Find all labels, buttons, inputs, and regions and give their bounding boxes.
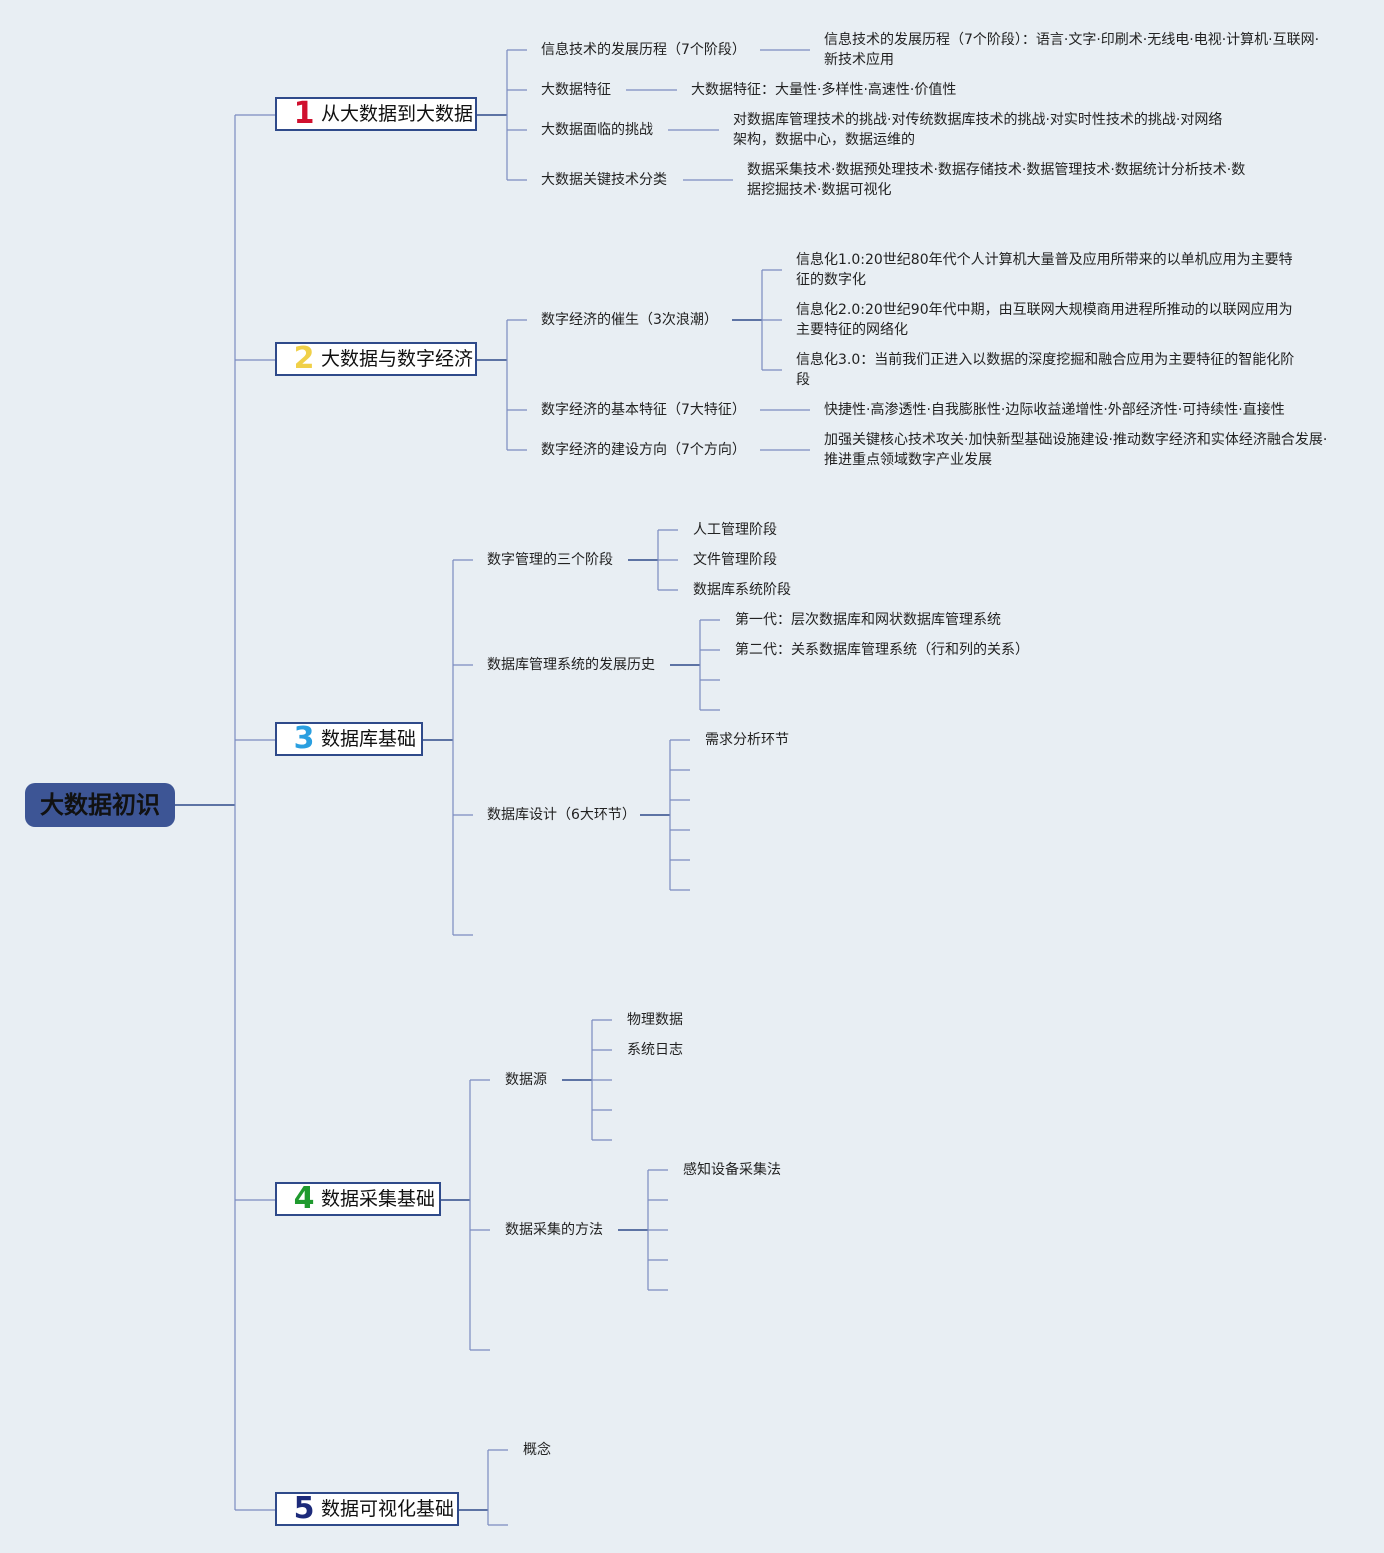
design-step-1[interactable]: 需求分析环节 bbox=[705, 732, 789, 748]
subtopic-bigdata-features[interactable]: 大数据特征 bbox=[541, 82, 611, 98]
source-syslog[interactable]: 系统日志 bbox=[627, 1042, 683, 1058]
main-topic-3-label: 数据库基础 bbox=[321, 728, 417, 750]
subtopic-key-tech[interactable]: 大数据关键技术分类 bbox=[541, 172, 667, 188]
source-physical[interactable]: 物理数据 bbox=[627, 1012, 683, 1028]
topic-number-5: 5 bbox=[293, 1491, 315, 1526]
subtopic-digital-economy-waves[interactable]: 数字经济的催生（3次浪潮） bbox=[541, 312, 718, 328]
stage-1[interactable]: 人工管理阶段 bbox=[693, 522, 777, 538]
wave-2[interactable]: 信息化2.0:20世纪90年代中期，由互联网大规模商用进程所推动的以联网应用为主… bbox=[796, 302, 1293, 338]
subtopic-digital-economy-directions[interactable]: 数字经济的建设方向（7个方向） bbox=[541, 442, 746, 458]
subtopic-data-source[interactable]: 数据源 bbox=[505, 1072, 547, 1088]
topic-number-3: 3 bbox=[293, 721, 315, 756]
stage-3[interactable]: 数据库系统阶段 bbox=[693, 582, 791, 598]
wave-1[interactable]: 信息化1.0:20世纪80年代个人计算机大量普及应用所带来的以单机应用为主要特征… bbox=[796, 252, 1293, 288]
stage-2[interactable]: 文件管理阶段 bbox=[693, 552, 777, 568]
subtopic-management-stages[interactable]: 数字管理的三个阶段 bbox=[487, 552, 613, 568]
topic-number-4: 4 bbox=[293, 1181, 315, 1216]
main-topic-1-label: 从大数据到大数据 bbox=[321, 103, 474, 125]
detail-bigdata-features[interactable]: 大数据特征：大量性·多样性·高速性·价值性 bbox=[691, 82, 957, 98]
detail-it-history[interactable]: 信息技术的发展历程（7个阶段）：语言·文字·印刷术·无线电·电视·计算机·互联网… bbox=[824, 32, 1320, 68]
main-topic-5[interactable]: 5 数据可视化基础 bbox=[275, 1492, 459, 1526]
detail-directions[interactable]: 加强关键核心技术攻关·加快新型基础设施建设·推动数字经济和实体经济融合发展·推进… bbox=[824, 432, 1328, 468]
topic-number-2: 2 bbox=[293, 341, 315, 376]
wave-3[interactable]: 信息化3.0：当前我们正进入以数据的深度挖掘和融合应用为主要特征的智能化阶段 bbox=[796, 352, 1295, 388]
main-topic-5-label: 数据可视化基础 bbox=[321, 1498, 455, 1520]
subtopic-concept[interactable]: 概念 bbox=[523, 1442, 551, 1458]
main-topic-1[interactable]: 1 从大数据到大数据 bbox=[275, 97, 477, 131]
main-topic-2-label: 大数据与数字经济 bbox=[321, 348, 474, 370]
detail-key-tech[interactable]: 数据采集技术·数据预处理技术·数据存储技术·数据管理技术·数据统计分析技术·数据… bbox=[747, 162, 1246, 198]
root-topic[interactable]: 大数据初识 bbox=[25, 783, 175, 827]
main-topic-3[interactable]: 3 数据库基础 bbox=[275, 722, 423, 756]
detail-features[interactable]: 快捷性·高渗透性·自我膨胀性·边际收益递增性·外部经济性·可持续性·直接性 bbox=[824, 402, 1285, 418]
subtopic-db-design[interactable]: 数据库设计（6大环节） bbox=[487, 807, 636, 823]
main-topic-2[interactable]: 2 大数据与数字经济 bbox=[275, 342, 477, 376]
main-topic-4-label: 数据采集基础 bbox=[321, 1188, 436, 1210]
subtopic-digital-economy-features[interactable]: 数字经济的基本特征（7大特征） bbox=[541, 402, 746, 418]
main-topic-4[interactable]: 4 数据采集基础 bbox=[275, 1182, 441, 1216]
dbms-gen-1[interactable]: 第一代：层次数据库和网状数据库管理系统 bbox=[735, 612, 1001, 628]
subtopic-collection-methods[interactable]: 数据采集的方法 bbox=[505, 1222, 603, 1238]
dbms-gen-2[interactable]: 第二代：关系数据库管理系统（行和列的关系） bbox=[735, 642, 1029, 658]
subtopic-dbms-history[interactable]: 数据库管理系统的发展历史 bbox=[487, 657, 655, 673]
subtopic-it-history[interactable]: 信息技术的发展历程（7个阶段） bbox=[541, 42, 746, 58]
subtopic-bigdata-challenges[interactable]: 大数据面临的挑战 bbox=[541, 122, 653, 138]
detail-bigdata-challenges[interactable]: 对数据库管理技术的挑战·对传统数据库技术的挑战·对实时性技术的挑战·对网络架构，… bbox=[733, 112, 1223, 148]
method-sensor[interactable]: 感知设备采集法 bbox=[683, 1162, 781, 1178]
topic-number-1: 1 bbox=[293, 96, 315, 131]
